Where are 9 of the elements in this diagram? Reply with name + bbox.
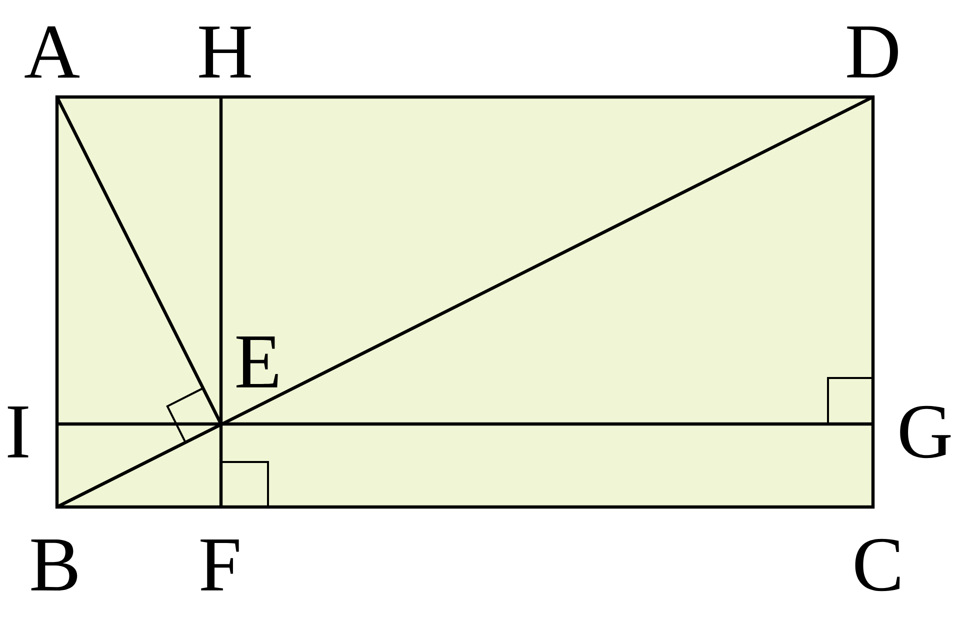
point-label: G xyxy=(900,406,951,458)
point-label: D xyxy=(847,26,898,78)
point-label: H xyxy=(199,26,251,78)
point-label: C xyxy=(855,538,900,592)
point-label: F xyxy=(200,540,239,590)
point-label: I xyxy=(8,406,28,458)
point-label: E xyxy=(236,336,278,388)
point-label: B xyxy=(31,539,78,591)
point-label: A xyxy=(24,26,80,78)
